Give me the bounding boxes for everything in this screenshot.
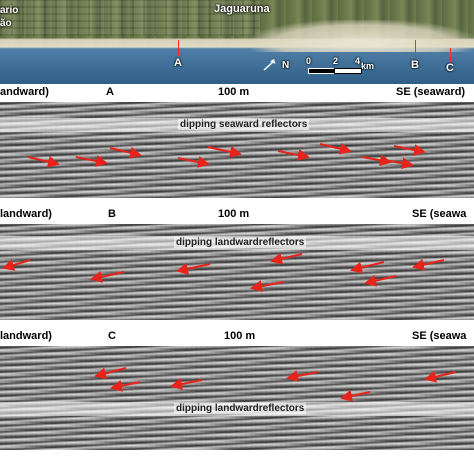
map-edge-label-top: ario: [0, 5, 19, 16]
arrow: [383, 157, 414, 170]
gpr-profile-a: dipping seaward reflectors: [0, 102, 474, 198]
arrow: [75, 155, 108, 167]
arrow: [207, 146, 242, 158]
location-line-b: [415, 40, 416, 58]
profile-b-header: landward) B 100 m SE (seawa: [0, 208, 474, 222]
profile-b-id: B: [108, 208, 116, 220]
gpr-profile-c: dipping landwardreflectors: [0, 346, 474, 450]
satellite-map: ario ão Jaguaruna A B C N 0 2 4 km: [0, 0, 474, 84]
profile-c-reflector-text: dipping landwardreflectors: [174, 403, 307, 414]
arrow: [177, 156, 210, 168]
arrow: [90, 271, 125, 283]
scale-segment-black: [308, 68, 336, 74]
profile-c-id: C: [108, 330, 116, 342]
arrow: [110, 380, 141, 392]
profile-a-id: A: [106, 86, 114, 98]
arrow: [277, 149, 310, 161]
arrow: [109, 146, 142, 159]
location-line-a: [178, 40, 179, 56]
arrow: [27, 155, 60, 168]
arrow: [270, 252, 303, 265]
scale-unit: km: [361, 61, 375, 71]
scale-tick-0: 0: [306, 56, 312, 66]
profile-b-right-label: SE (seawa: [412, 208, 467, 220]
profile-b-left-label: landward): [0, 208, 52, 220]
profile-c-scale-label: 100 m: [224, 330, 256, 342]
farm-fields: [0, 0, 260, 36]
profile-a-header: andward) A 100 m SE (seaward): [0, 86, 474, 100]
town-label: Jaguaruna: [214, 3, 270, 15]
arrow: [319, 142, 352, 155]
location-line-c: [450, 48, 451, 62]
north-arrow: [262, 58, 296, 77]
arrow: [250, 280, 285, 293]
arrow: [176, 263, 211, 275]
coastal-dunes: [250, 20, 474, 52]
profile-a-scale-label: 100 m: [218, 86, 250, 98]
profile-c-arrows: [94, 367, 457, 402]
profile-c-left-label: landward): [0, 330, 52, 342]
scale-segment-white: [334, 68, 362, 74]
map-edge-label-bottom: ão: [0, 18, 12, 29]
scale-tick-4: 4: [355, 56, 361, 66]
scale-tick-2: 2: [333, 56, 339, 66]
line-label-a: A: [174, 57, 182, 69]
arrow: [286, 370, 319, 382]
line-label-c: C: [446, 62, 454, 74]
arrow: [412, 258, 445, 271]
profile-a-reflector-text: dipping seaward reflectors: [178, 119, 310, 130]
north-label: N: [282, 60, 290, 71]
arrow: [2, 259, 31, 271]
profile-a-arrows: [27, 142, 426, 170]
gpr-profile-b: dipping landwardreflectors: [0, 224, 474, 320]
arrow: [424, 370, 457, 383]
arrow: [170, 378, 203, 390]
profile-b-scale-label: 100 m: [218, 208, 250, 220]
profile-b-reflector-text: dipping landwardreflectors: [174, 237, 307, 248]
arrow: [340, 390, 371, 402]
arrow: [393, 144, 426, 156]
profile-b-arrows: [2, 252, 445, 293]
scale-bar: 0 2 4 km: [300, 56, 380, 80]
profile-c-header: landward) C 100 m SE (seawa: [0, 330, 474, 344]
profile-a-left-label: andward): [0, 86, 49, 98]
arrow: [364, 274, 397, 287]
arrow: [94, 367, 127, 380]
profile-a-right-label: SE (seaward): [396, 86, 466, 98]
profile-c-right-label: SE (seawa: [412, 330, 467, 342]
line-label-b: B: [411, 59, 419, 71]
arrow: [350, 261, 385, 274]
north-arrow-icon: [263, 59, 276, 71]
